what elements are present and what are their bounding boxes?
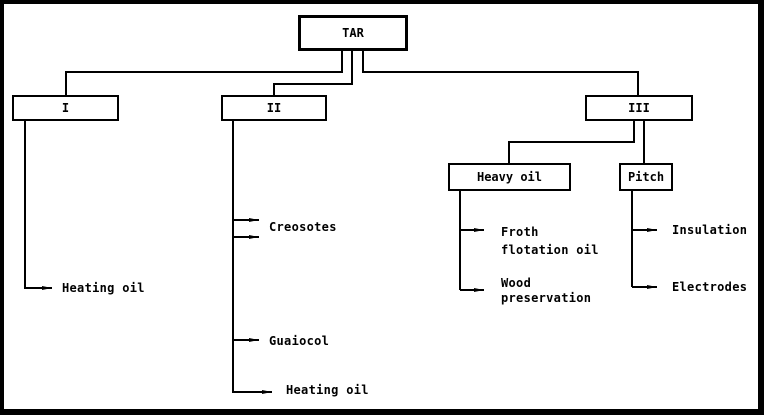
node-heavy-oil: Heavy oil [448, 163, 571, 191]
node-heavy-oil-label: Heavy oil [476, 170, 543, 184]
connector-iii-to-heavy-oil [508, 120, 635, 163]
connector-tar-to-iii [362, 50, 639, 95]
node-fraction-i-label: I [61, 101, 70, 115]
node-pitch-label: Pitch [627, 170, 665, 184]
product-froth-flotation-oil: Froth flotation oil [501, 225, 599, 258]
connector-tar-to-i [65, 50, 343, 95]
node-tar-label: TAR [342, 26, 364, 40]
node-fraction-iii: III [585, 95, 693, 121]
connector-tar-to-ii [273, 50, 353, 95]
node-fraction-ii: II [221, 95, 327, 121]
connector-ii-trunk [232, 120, 262, 393]
connector-i-trunk [24, 120, 36, 289]
node-fraction-iii-label: III [628, 101, 650, 115]
product-ii-creosotes: Creosotes [269, 220, 337, 234]
node-tar: TAR [298, 15, 408, 51]
product-froth-line1: Froth [501, 225, 539, 239]
node-fraction-ii-label: II [266, 101, 282, 115]
product-insulation: Insulation [672, 223, 748, 237]
product-ii-guaiocol: Guaiocol [269, 334, 330, 348]
product-froth-line2: flotation oil [501, 243, 599, 257]
product-ii-heating-oil: Heating oil [286, 383, 369, 397]
node-fraction-i: I [12, 95, 119, 121]
product-electrodes: Electrodes [672, 280, 748, 294]
product-i-heating-oil: Heating oil [62, 281, 145, 295]
product-wood-line1: Wood [501, 276, 532, 290]
product-wood-preservation: Wood preservation [501, 276, 591, 306]
node-pitch: Pitch [619, 163, 673, 191]
product-wood-line2: preservation [501, 291, 592, 305]
